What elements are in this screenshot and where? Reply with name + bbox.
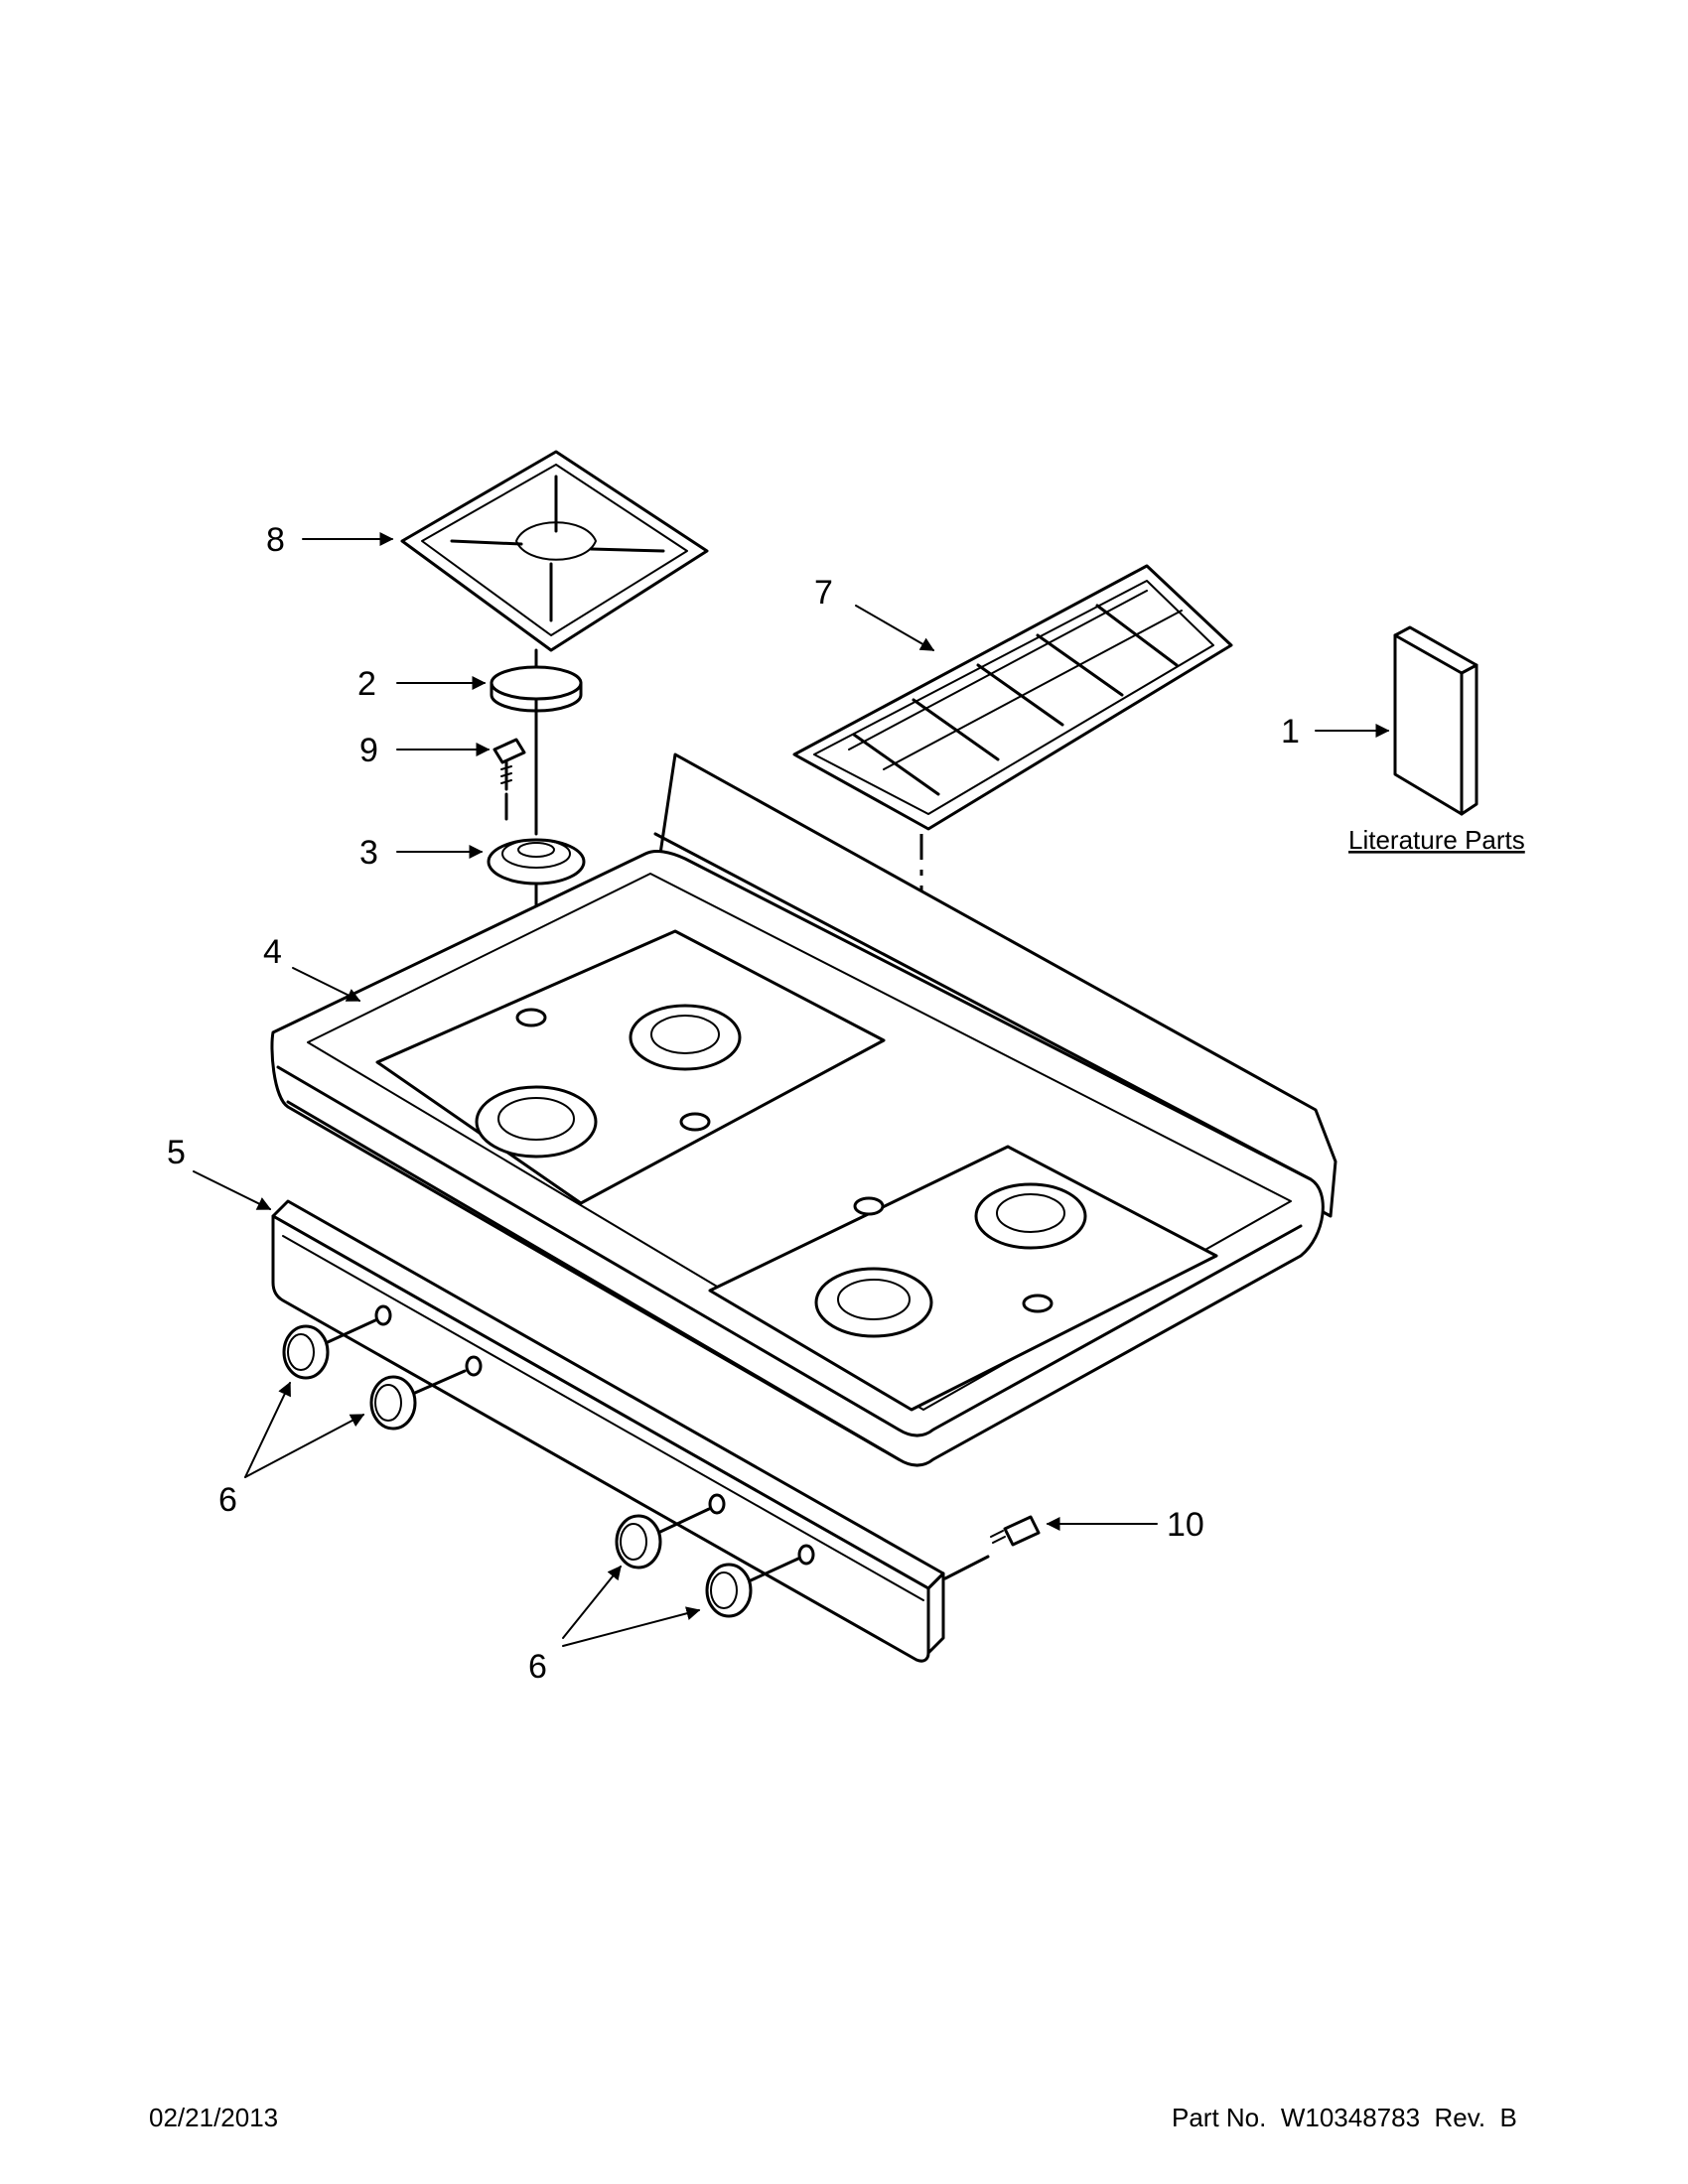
knob-part[interactable] — [615, 1507, 711, 1570]
callout-1: 1 — [1281, 713, 1300, 751]
callout-4: 4 — [263, 933, 282, 971]
callout-8: 8 — [266, 521, 285, 559]
callout-9: 9 — [359, 732, 378, 769]
burner-base-part[interactable] — [487, 838, 586, 886]
part-number: W10348783 — [1280, 2103, 1421, 2132]
revision-label: Rev. — [1434, 2103, 1486, 2132]
cooktop-part[interactable] — [270, 752, 1337, 1467]
screw-part[interactable] — [492, 738, 526, 791]
literature-parts-label: Literature Parts — [1348, 825, 1525, 855]
revision: B — [1499, 2103, 1517, 2132]
callout-5: 5 — [167, 1134, 186, 1171]
knob-part[interactable] — [369, 1369, 467, 1431]
diagram-date: 02/21/2013 — [149, 2103, 279, 2132]
burner-grate-part[interactable] — [400, 450, 709, 652]
callout-2: 2 — [357, 665, 376, 703]
part-no-label: Part No. — [1172, 2103, 1267, 2132]
leader-arrows — [193, 532, 1390, 1647]
callout-3: 3 — [359, 834, 378, 872]
literature-part[interactable] — [1393, 625, 1478, 816]
callout-10: 10 — [1167, 1506, 1204, 1544]
knob-part[interactable] — [705, 1557, 800, 1618]
double-grate-part[interactable] — [792, 564, 1233, 831]
knob-part[interactable] — [282, 1318, 377, 1380]
control-panel-part[interactable] — [271, 1199, 945, 1663]
panel-screw-part[interactable] — [943, 1515, 1041, 1580]
part-number-block: Part No. W10348783 Rev. B — [1172, 2103, 1517, 2133]
callout-6: 6 — [528, 1648, 547, 1686]
callout-6: 6 — [218, 1481, 237, 1519]
callout-7: 7 — [814, 574, 833, 612]
